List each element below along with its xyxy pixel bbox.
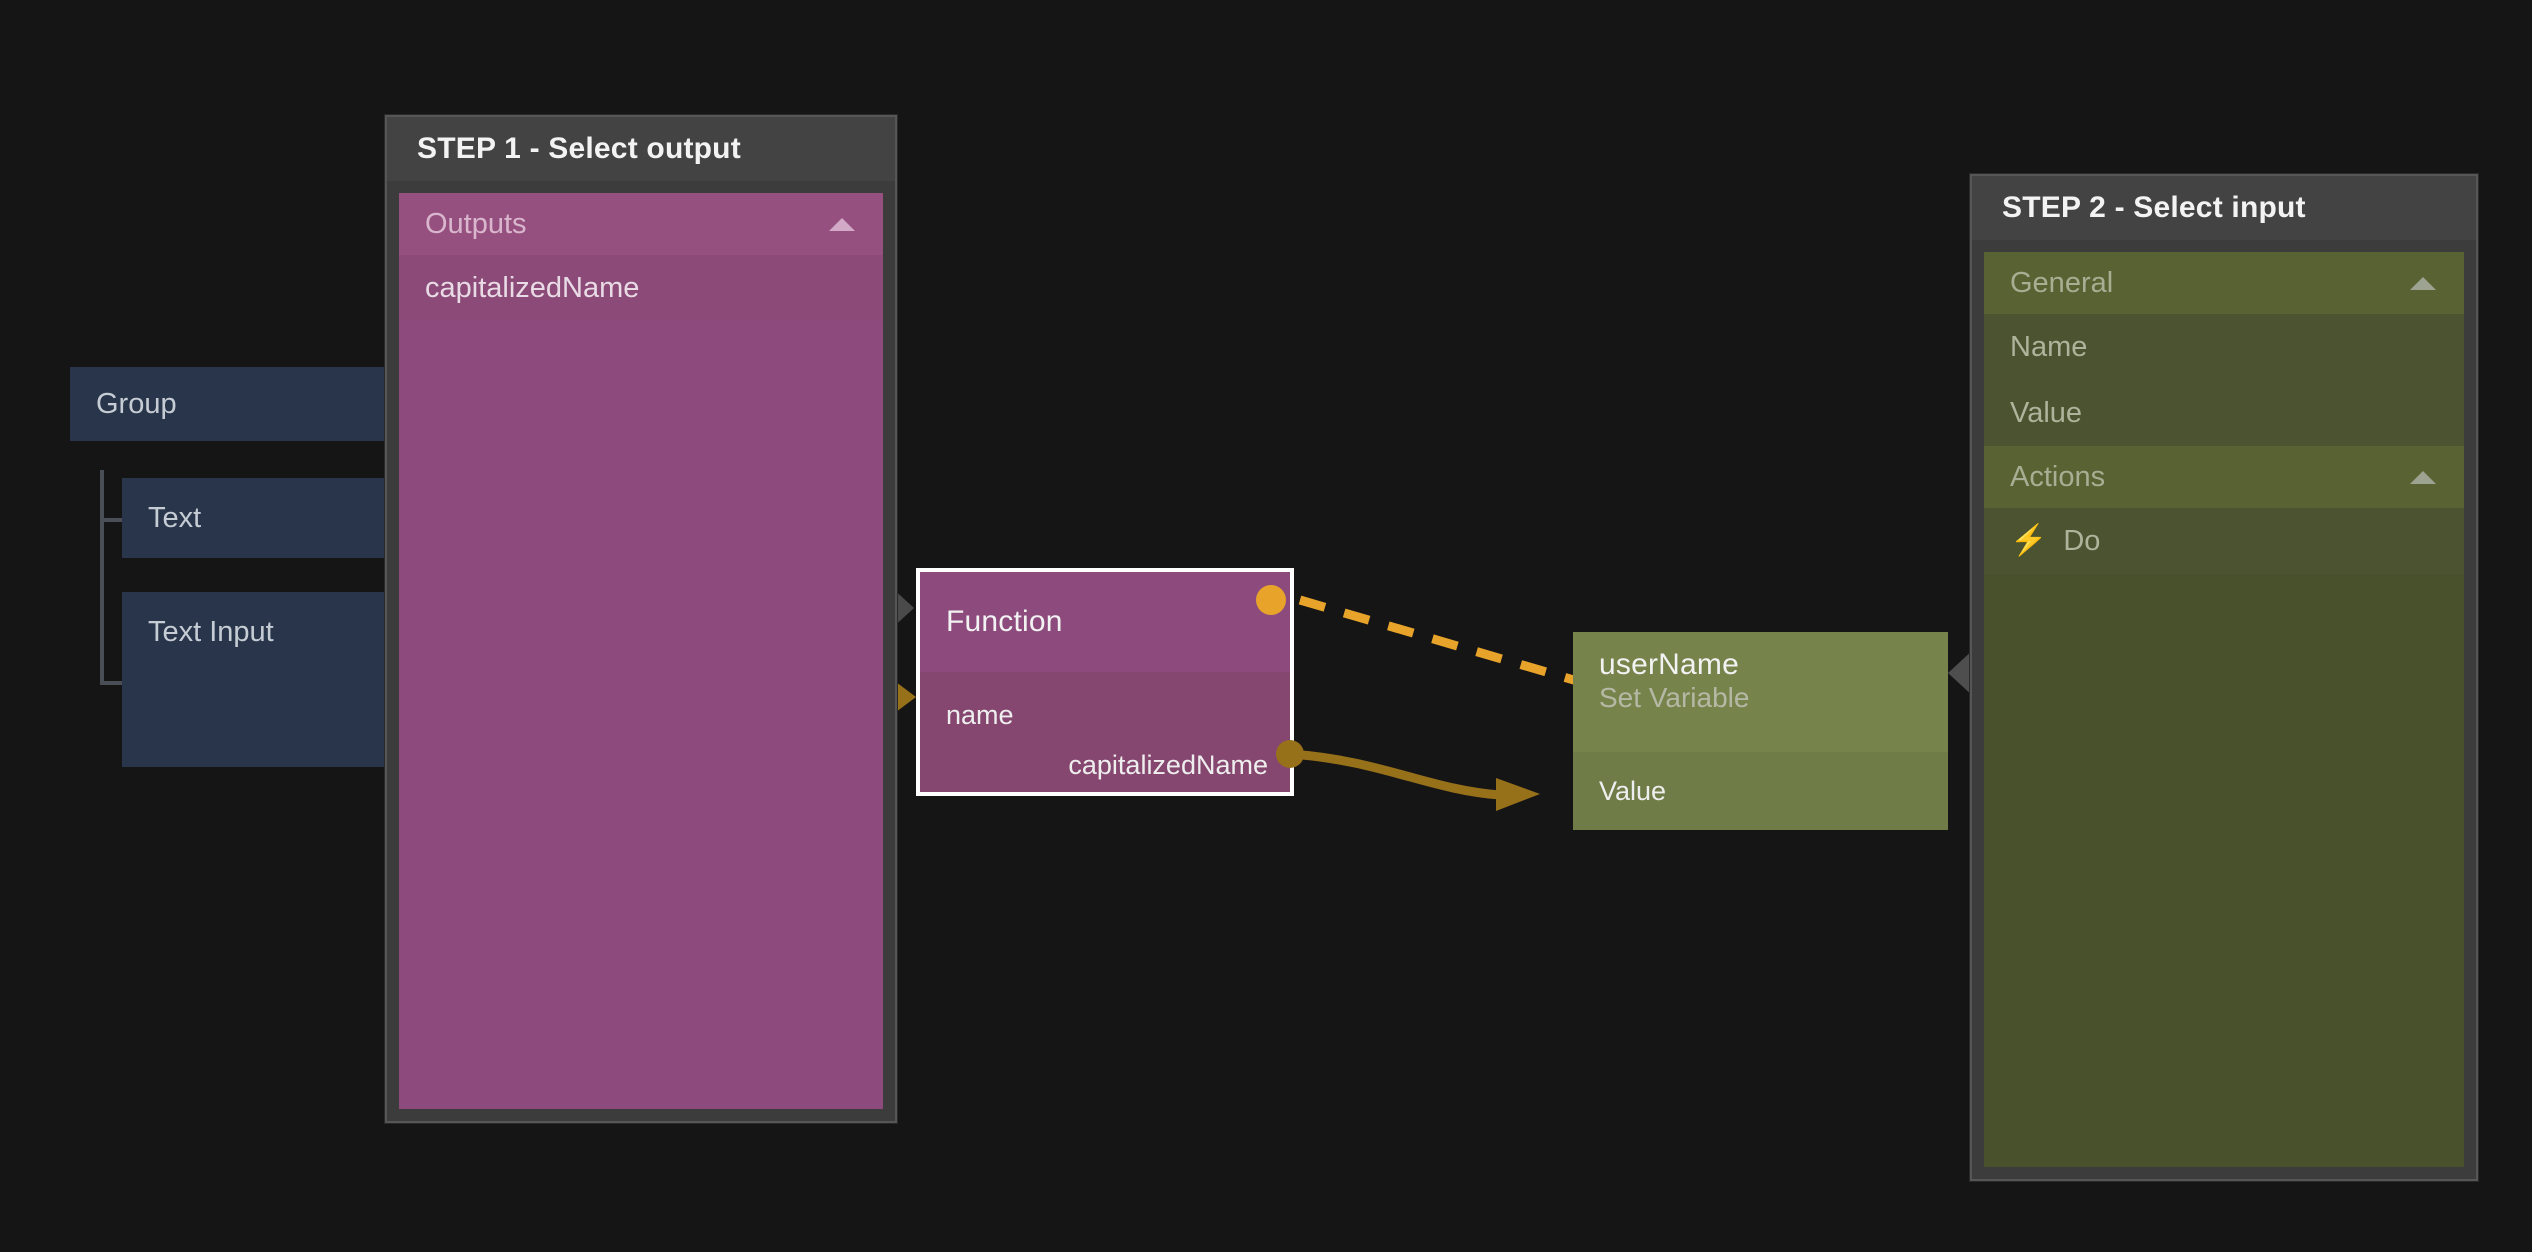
step2-panel-body: General Name Value Actions ⚡ Do bbox=[1984, 252, 2464, 1167]
tree-item-spacer bbox=[122, 672, 390, 767]
function-data-out-port[interactable] bbox=[1276, 740, 1304, 768]
tree-item-text[interactable]: Text bbox=[122, 478, 390, 558]
step1-panel-body: Outputs capitalizedName bbox=[399, 193, 883, 1109]
function-node[interactable]: Function name capitalizedName bbox=[916, 568, 1294, 796]
function-node-body: name capitalizedName bbox=[920, 672, 1290, 792]
chevron-up-icon[interactable] bbox=[829, 217, 855, 231]
tree-item-text-input[interactable]: Text Input bbox=[122, 592, 390, 672]
step2-item-label: Do bbox=[2063, 524, 2101, 557]
chevron-up-icon[interactable] bbox=[2410, 276, 2436, 290]
step1-item-capitalizedname[interactable]: capitalizedName bbox=[399, 255, 883, 321]
tree-item-label: Text bbox=[148, 501, 202, 534]
step1-panel[interactable]: STEP 1 - Select output Outputs capitaliz… bbox=[385, 115, 897, 1123]
tree-line-vertical bbox=[100, 470, 104, 685]
tree-item-group[interactable]: Group bbox=[70, 367, 390, 441]
tree-item-label: Text Input bbox=[148, 615, 274, 648]
tree-line-branch-text bbox=[100, 518, 122, 522]
setvariable-input-value-label: Value bbox=[1599, 775, 1667, 806]
chevron-up-icon[interactable] bbox=[2410, 470, 2436, 484]
data-wire-arrowhead bbox=[1496, 778, 1540, 811]
function-data-in-triangle[interactable] bbox=[896, 682, 916, 712]
step2-section-actions-label: Actions bbox=[2010, 460, 2106, 493]
function-node-title: Function bbox=[946, 605, 1063, 638]
step2-item-label: Value bbox=[2010, 396, 2083, 429]
step2-section-general-label: General bbox=[2010, 266, 2114, 299]
function-node-header: Function bbox=[920, 572, 1290, 672]
function-exec-out-port[interactable] bbox=[1256, 585, 1286, 615]
step2-item-do[interactable]: ⚡ Do bbox=[1984, 508, 2464, 574]
function-input-name-label: name bbox=[946, 700, 1014, 730]
step1-item-label: capitalizedName bbox=[425, 271, 640, 304]
tree-item-label: Group bbox=[96, 387, 177, 420]
setvariable-exec-out-triangle[interactable] bbox=[1948, 649, 1974, 697]
step2-panel[interactable]: STEP 2 - Select input General Name Value… bbox=[1970, 174, 2478, 1181]
step2-item-label: Name bbox=[2010, 330, 2088, 363]
setvariable-node-header: userName Set Variable bbox=[1573, 632, 1948, 752]
step2-item-name[interactable]: Name bbox=[1984, 314, 2464, 380]
step2-item-value[interactable]: Value bbox=[1984, 380, 2464, 446]
step2-panel-title: STEP 2 - Select input bbox=[1972, 176, 2476, 240]
setvariable-node-subtitle: Set Variable bbox=[1599, 682, 1750, 713]
step2-section-actions-header[interactable]: Actions bbox=[1984, 446, 2464, 508]
setvariable-node-title: userName bbox=[1599, 648, 1739, 681]
setvariable-node-body: Value bbox=[1573, 752, 1948, 830]
step2-section-general-header[interactable]: General bbox=[1984, 252, 2464, 314]
step1-panel-title: STEP 1 - Select output bbox=[387, 117, 895, 181]
step1-section-outputs-label: Outputs bbox=[425, 207, 527, 240]
setvariable-node[interactable]: userName Set Variable Value bbox=[1573, 632, 1948, 830]
step1-section-outputs-header[interactable]: Outputs bbox=[399, 193, 883, 255]
lightning-bolt-icon: ⚡ bbox=[2010, 524, 2048, 557]
function-output-capitalizedname-label: capitalizedName bbox=[1068, 750, 1268, 780]
data-wire bbox=[1285, 749, 1505, 800]
tree-line-branch-text-input bbox=[100, 681, 122, 685]
